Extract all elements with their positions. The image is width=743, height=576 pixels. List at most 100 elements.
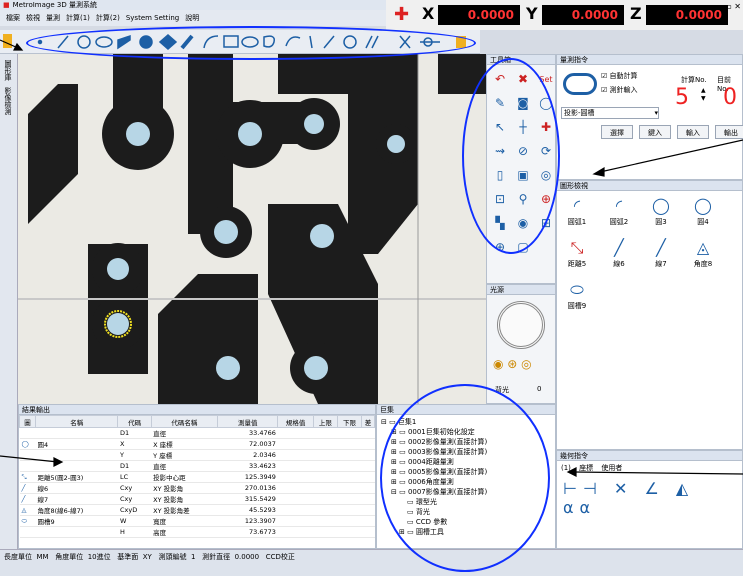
camera-icon[interactable]: ◙ [517,96,529,110]
gallery-item-distance5[interactable]: ⤡距離5 [557,237,597,269]
table-cell: Cxy [117,493,152,505]
gallery-item-label: 線7 [655,260,667,268]
menu-measure[interactable]: 量測 [46,14,60,22]
select-button[interactable]: 選擇 [601,125,633,139]
gallery-item-circle3[interactable]: ◯圓3 [641,195,681,227]
table-cell [361,471,375,483]
key-in-button[interactable]: 鍵入 [639,125,671,139]
gallery-item-arc1[interactable]: ◜圓弧1 [557,195,597,227]
tree-node-label: CCD 參數 [415,518,448,526]
probe-icon[interactable]: ✎ [494,96,506,110]
tree-node[interactable]: ⊞ ▭ 0006角度量測 [391,478,454,486]
tab-image-inspection[interactable]: 影像檢測 [4,87,12,115]
tree-node[interactable]: ⊞ ▭ 0002影像量測(直接計算) [391,438,488,446]
focus-icon[interactable]: ⚲ [518,192,528,206]
drawing-toolbar [0,30,480,54]
gallery-item-label: 線6 [613,260,625,268]
gallery-item-circle4[interactable]: ◯圓4 [683,195,723,227]
table-cell [277,504,314,516]
crosshair-tool-icon[interactable]: ┼ [519,120,527,134]
camera-image-view[interactable] [18,54,486,404]
tree-node[interactable]: ⊟ ▭ 0007影像量測(直接計算) [391,488,488,496]
geoctl-tab-coord[interactable]: 座標 [579,464,594,472]
pattern-icon[interactable]: ▚ [495,216,505,230]
tree-node[interactable]: ⊞ ▭ 0005影像量測(直接計算) [391,468,488,476]
grid-circle-icon[interactable]: ⊞ [540,216,552,230]
ring-tool-icon[interactable]: ◎ [540,168,552,182]
gallery-item-line6[interactable]: ╱ 線6 [599,237,639,269]
edge-tool-icon[interactable]: ↖ [494,120,506,134]
col-header[interactable]: 名稱 [34,415,119,428]
rotate-icon[interactable]: ⟳ [540,144,552,158]
toolbar-icons[interactable] [0,30,480,54]
tree-node[interactable]: ▭ 背光 [407,508,430,516]
input-button[interactable]: 輸入 [677,125,709,139]
frame-tool-icon[interactable]: ▣ [517,168,529,182]
tree-node[interactable]: ⊞ ▭ 0004距離量測 [391,458,454,466]
line-icon: ╱ [614,238,624,257]
menu-system-setting[interactable]: System Setting [125,14,180,22]
set-icon[interactable]: Set [539,74,553,84]
table-cell: X 座標 [151,438,218,450]
geometry-tool-icons[interactable]: ⊢⊣ ✕ ∠ ◭ ⍺⍺ [563,479,695,517]
auto-calc-checkbox[interactable]: ☑ 自動計算 [601,72,638,80]
target-icon[interactable]: ⊕ [540,192,552,206]
gallery-item-label: 距離5 [567,260,587,268]
circle-tool-icon[interactable]: ◯ [539,96,553,110]
arc-probe-icon[interactable]: ⊘ [517,144,529,158]
tree-node[interactable]: ⊟ ▭ 巨集1 [381,418,417,426]
col-header[interactable]: 圖 [19,415,36,428]
menu-calc1[interactable]: 計算(1) [66,14,90,22]
center-mark-icon[interactable]: ✚ [540,120,552,134]
delete-icon[interactable]: ✖ [517,72,529,86]
window-controls[interactable]: ▭ ▭ ✕ [714,2,741,11]
line-probe-icon[interactable]: ⇝ [494,144,506,158]
tree-node[interactable]: ⊞ ▭ 0003影像量測(直接計算) [391,448,488,456]
tree-node[interactable]: ▭ CCD 參數 [407,518,448,526]
gallery-item-slot9[interactable]: ⬭圓槽9 [557,279,597,311]
tree-node[interactable]: ▭ 環型光 [407,498,437,506]
light-mode-icons[interactable]: ◉ ⊛ ◎ [493,357,532,371]
ring-light-dial-icon[interactable] [497,301,545,349]
probe-input-checkbox[interactable]: ☑ 測針輸入 [601,86,638,94]
calc-no-spinner[interactable]: ▲▼ [701,87,706,102]
gallery-item-line7[interactable]: ╱線7 [641,237,681,269]
undo-icon[interactable]: ↶ [494,72,506,86]
auto-edge-icon[interactable]: ⊡ [494,192,506,206]
tree-node[interactable]: ⊞ ▭ 0001巨集初始化設定 [391,428,475,436]
menu-help[interactable]: 說明 [185,14,200,22]
width-tool-icon[interactable]: ▯ [496,168,504,182]
col-header[interactable]: 下限 [336,415,363,428]
menu-calc2[interactable]: 計算(2) [95,14,120,22]
gallery-item-arc2[interactable]: ◜圓弧2 [599,195,639,227]
menu-view[interactable]: 檢視 [26,14,40,22]
col-header[interactable]: 測量值 [217,415,279,428]
square-target-icon[interactable]: ▢ [517,240,529,254]
mode-select[interactable]: 投影-圓槽▾ [561,107,659,119]
concentric-icon[interactable]: ◉ [517,216,529,230]
col-header[interactable]: 上限 [312,415,338,428]
output-button[interactable]: 輸出 [715,125,743,139]
geoctl-tab-user[interactable]: 使用者 [601,464,623,472]
gallery-item-angle8[interactable]: ◬角度8 [683,237,723,269]
col-header[interactable]: 代碼 [117,415,152,428]
geoctl-tab-1[interactable]: (1) [561,464,571,472]
menu-file[interactable]: 檔案 [6,14,20,22]
gallery-item-label: 圓4 [697,218,709,226]
compass-icon[interactable]: ⊕ [494,240,506,254]
tree-node[interactable]: ⊞ ▭ 圓槽工具 [399,528,444,536]
col-header[interactable]: 規格值 [277,415,314,428]
col-header[interactable]: 差 [361,415,375,428]
tab-shape-library[interactable]: 圖形庫 [4,60,12,81]
col-header[interactable]: 代碼名稱 [150,415,219,428]
